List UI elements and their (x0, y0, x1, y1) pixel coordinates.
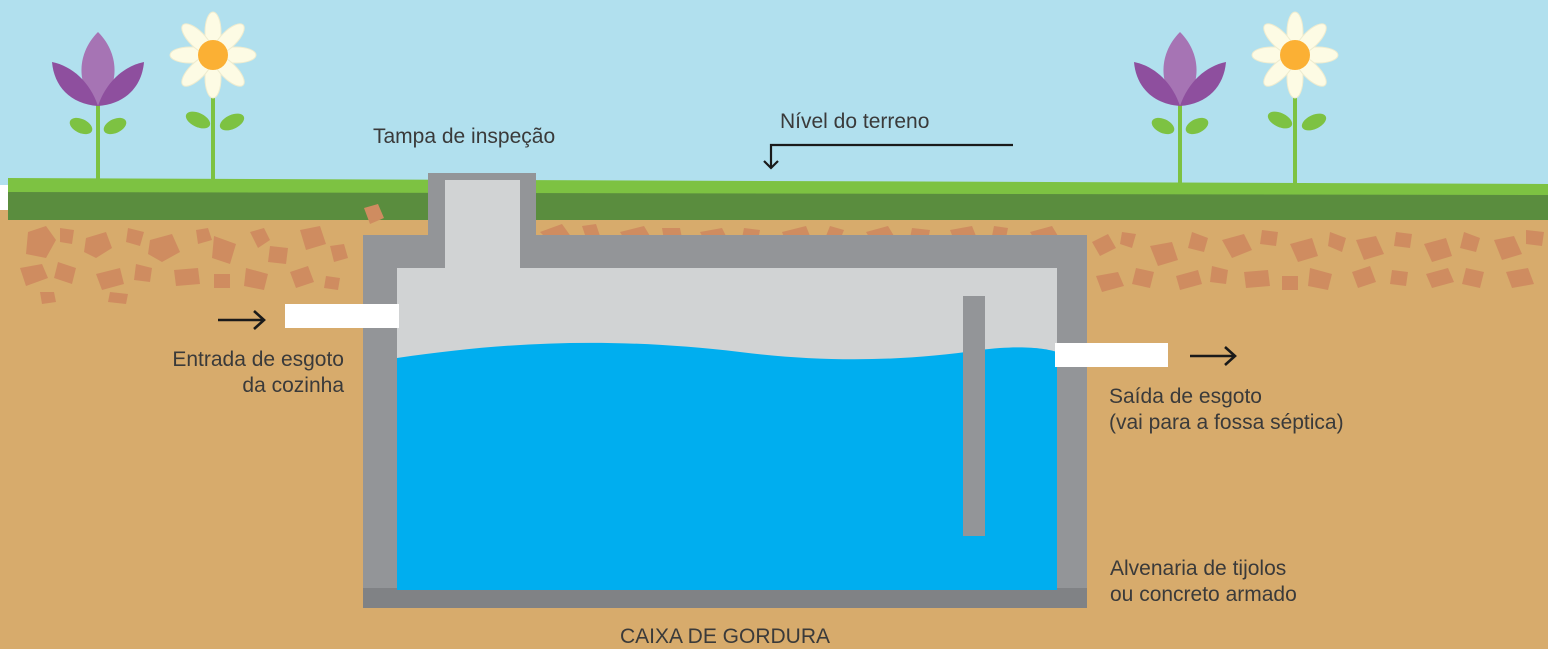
purple-flower-icon (1134, 32, 1226, 184)
outlet-label: Saída de esgoto (vai para a fossa séptic… (1109, 384, 1344, 436)
daisy-flower-icon (169, 11, 257, 184)
inspection-cover-label: Tampa de inspeção (373, 125, 556, 148)
outlet-label-line2: (vai para a fossa séptica) (1109, 411, 1344, 434)
grass-top (8, 178, 1548, 196)
arrow-right-icon (1190, 346, 1237, 366)
diagram-caption: CAIXA DE GORDURA (619, 625, 831, 648)
arrow-right-icon (218, 310, 266, 330)
outlet-label-line1: Saída de esgoto (1109, 385, 1262, 408)
pebbles (20, 204, 1544, 304)
inlet-pipe (285, 304, 399, 328)
ground-level-label: Nível do terreno (780, 110, 930, 133)
inlet-label-line1: Entrada de esgoto (172, 348, 344, 371)
arrow-down-icon (763, 143, 1013, 170)
tank-water (397, 342, 1057, 590)
inlet-label-line2: da cozinha (242, 374, 344, 397)
wall-material-label: Alvenaria de tijolos ou concreto armado (1110, 556, 1297, 608)
baffle (963, 296, 985, 536)
grass-band (8, 192, 1548, 220)
outlet-pipe (1055, 343, 1168, 367)
wall-material-line1: Alvenaria de tijolos (1110, 557, 1287, 580)
inlet-label: Entrada de esgoto da cozinha (100, 347, 344, 399)
daisy-flower-icon (1251, 11, 1339, 184)
purple-flower-icon (52, 32, 144, 186)
tank-base (363, 588, 1087, 608)
wall-material-line2: ou concreto armado (1110, 583, 1297, 606)
